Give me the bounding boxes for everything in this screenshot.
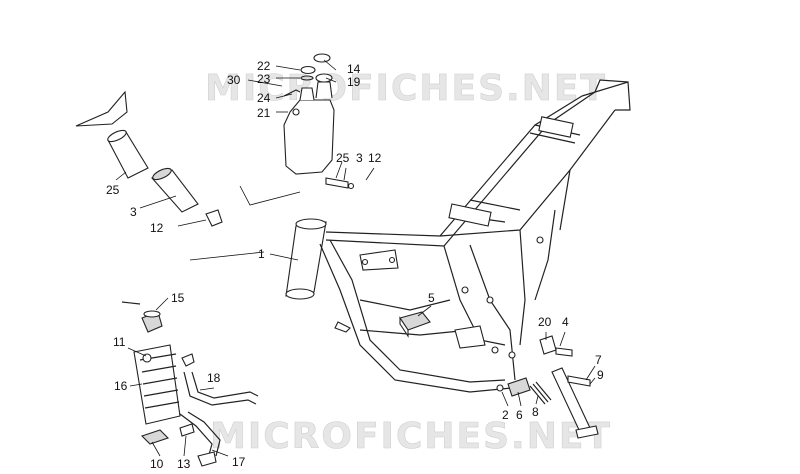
callout-4: 4	[562, 315, 569, 329]
callout-2: 2	[502, 408, 509, 422]
leader-lines	[115, 59, 596, 457]
callout-9: 9	[597, 368, 604, 382]
callout-15: 15	[171, 291, 185, 305]
frame-assembly	[285, 79, 631, 393]
callout-14: 14	[347, 62, 361, 76]
callout-23: 23	[257, 72, 271, 86]
callout-5: 5	[428, 291, 435, 305]
callout-3-tank: 3	[356, 151, 363, 165]
callout-7: 7	[595, 353, 602, 367]
callout-11: 11	[113, 335, 126, 349]
callout-25: 25	[106, 183, 120, 197]
callout-8: 8	[532, 405, 539, 419]
callout-25-tank: 25	[336, 151, 350, 165]
callout-30: 30	[227, 73, 241, 87]
radiator-assembly	[121, 301, 259, 467]
watermark-bottom: MICROFICHES.NET	[210, 416, 612, 457]
callout-16: 16	[114, 379, 128, 393]
callout-22: 22	[257, 59, 271, 73]
callout-6: 6	[516, 408, 523, 422]
callout-1: 1	[258, 247, 265, 261]
callout-10: 10	[150, 457, 164, 471]
callout-12-tank: 12	[368, 151, 382, 165]
callout-24: 24	[257, 91, 271, 105]
callout-labels: 1 2 3 3 4 5 6 7 8 9 10 11 12 12 13 14 15…	[106, 59, 604, 471]
callout-3: 3	[130, 205, 137, 219]
side-stand-assembly	[496, 335, 599, 439]
callout-21: 21	[257, 106, 271, 120]
fork-tube-assembly	[75, 90, 223, 227]
oil-tank-assembly	[283, 53, 355, 190]
callout-20: 20	[538, 315, 552, 329]
callout-13: 13	[177, 457, 191, 471]
watermark-top: MICROFICHES.NET	[205, 68, 607, 109]
callout-18: 18	[207, 371, 221, 385]
callout-12: 12	[150, 221, 164, 235]
callout-19: 19	[347, 75, 361, 89]
callout-17: 17	[232, 455, 246, 469]
part-5-bracket	[399, 311, 431, 338]
